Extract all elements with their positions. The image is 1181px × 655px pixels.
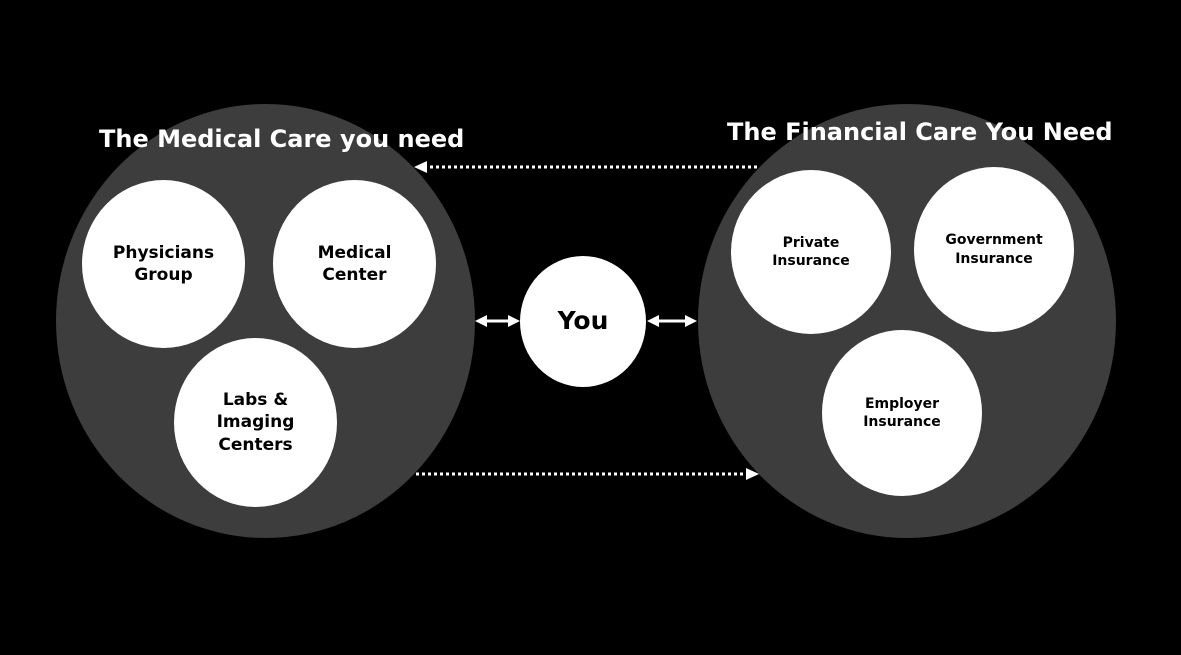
physicians-group-node: Physicians Group (82, 180, 245, 348)
government-insurance-node: Government Insurance (914, 167, 1074, 332)
you-label: You (557, 306, 609, 336)
private-insurance-label: Private Insurance (772, 234, 850, 269)
medical-center-node: Medical Center (273, 180, 436, 348)
employer-insurance-label: Employer Insurance (863, 395, 941, 430)
government-insurance-label: Government Insurance (945, 232, 1043, 267)
financial-care-title: The Financial Care You Need (727, 118, 1113, 146)
labs-imaging-label: Labs & Imaging Centers (216, 390, 295, 455)
you-node: You (520, 256, 646, 387)
employer-insurance-node: Employer Insurance (822, 330, 982, 496)
bottom-dotted-arrow (416, 468, 759, 480)
physicians-group-label: Physicians Group (112, 242, 215, 285)
top-dotted-arrow (414, 161, 757, 173)
left-double-arrow (475, 315, 520, 327)
medical-center-label: Medical Center (317, 242, 392, 285)
labs-imaging-node: Labs & Imaging Centers (174, 338, 337, 507)
right-double-arrow (647, 315, 697, 327)
medical-care-title: The Medical Care you need (99, 125, 465, 153)
private-insurance-node: Private Insurance (731, 170, 891, 334)
